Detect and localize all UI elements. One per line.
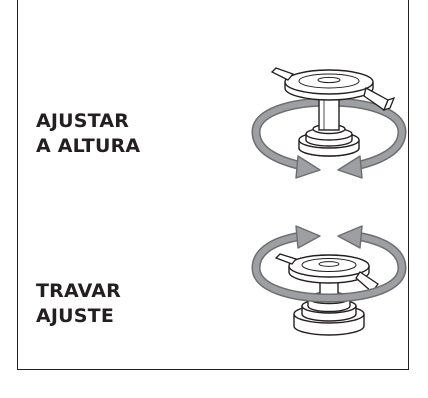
lock-adjust-label: TRAVAR AJUSTE bbox=[36, 279, 121, 329]
adjust-height-label-line1: AJUSTAR bbox=[36, 110, 130, 132]
lock-adjust-rotate-icon bbox=[236, 218, 422, 358]
adjust-height-label-line2: A ALTURA bbox=[36, 135, 141, 157]
lock-adjust-label-line1: TRAVAR bbox=[36, 280, 121, 302]
adjust-height-label: AJUSTAR A ALTURA bbox=[36, 109, 140, 159]
height-adjust-rotate-icon bbox=[236, 60, 422, 198]
lock-adjust-label-line2: AJUSTE bbox=[36, 305, 115, 327]
